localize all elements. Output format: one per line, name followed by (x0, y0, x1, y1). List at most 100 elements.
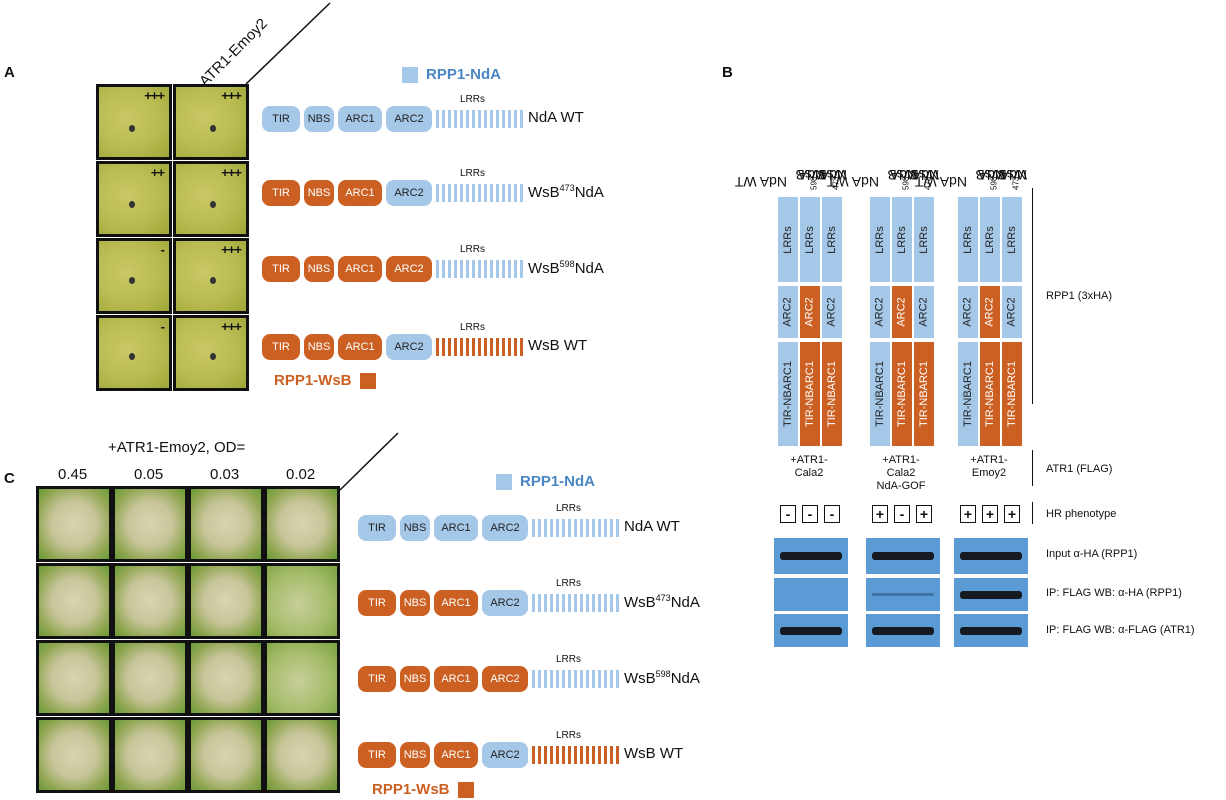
tir-domain: TIR (358, 666, 396, 692)
panel-label-c: C (4, 470, 15, 487)
lrr-repeat-bar (478, 184, 481, 202)
lrr-repeat-bar (508, 110, 511, 128)
lrrs-bar: LRRs (1002, 197, 1022, 282)
tir-nbarc1-bar-label: TIR-NBARC1 (962, 360, 975, 428)
lrr-repeat-bar (544, 519, 547, 537)
leaf-image: - (96, 238, 172, 314)
input-ha-blot (774, 538, 848, 574)
lrr-repeat-bar (568, 670, 571, 688)
hr-severity-label: +++ (221, 165, 242, 180)
lrr-repeat-bar (436, 260, 439, 278)
legend-rpp1-wsb: RPP1-WsB (372, 781, 474, 798)
lrr-repeat-bar (592, 746, 595, 764)
lrrs-bar: LRRs (778, 197, 798, 282)
lrr-repeat-bar (604, 594, 607, 612)
lrr-repeat-bar (484, 184, 487, 202)
leaf-image (188, 717, 264, 793)
lesion-spot (210, 353, 216, 360)
ip-ha-blot (774, 578, 848, 611)
leaf-image: +++ (96, 84, 172, 160)
leaf-image: +++ (173, 315, 249, 391)
input-ha-blot (866, 538, 940, 574)
leaf-image: +++ (173, 238, 249, 314)
lrr-repeat-bar (598, 746, 601, 764)
arc2-domain: ARC2 (482, 742, 528, 768)
lrr-repeat-bar (484, 338, 487, 356)
tir-nbarc1-bar-label: TIR-NBARC1 (984, 360, 997, 428)
lrr-repeat-bar (454, 184, 457, 202)
panel-c-header-line (339, 432, 399, 491)
lrr-repeat-bar (490, 338, 493, 356)
lrr-repeat-bar (586, 670, 589, 688)
lrr-repeat-bar (604, 746, 607, 764)
arc2-bar: ARC2 (800, 286, 820, 338)
tir-nbarc1-bar-label: TIR-NBARC1 (804, 360, 817, 428)
tir-nbarc1-bar-label: TIR-NBARC1 (874, 360, 887, 428)
lrr-repeat-bar (598, 670, 601, 688)
hr-phenotype-box: + (916, 505, 932, 523)
lrr-repeat-bar (616, 594, 619, 612)
tir-nbarc1-bar: TIR-NBARC1 (1002, 342, 1022, 446)
protein-band (960, 626, 1022, 635)
construct-name: NdA WT (528, 109, 584, 126)
hr-severity-label: +++ (144, 88, 165, 103)
nbs-domain: NBS (400, 742, 430, 768)
tir-domain: TIR (262, 256, 300, 282)
od-value-label: 0.02 (286, 466, 316, 483)
lrrs-bar: LRRs (980, 197, 1000, 282)
lrr-repeat-bar (448, 184, 451, 202)
lrr-repeat-bar (556, 594, 559, 612)
lane-label: NdA WT (915, 80, 976, 190)
lrr-repeat-bar (514, 338, 517, 356)
lrr-repeat-bar (532, 746, 535, 764)
nbs-domain: NBS (304, 256, 334, 282)
lrrs-bar-label: LRRs (962, 225, 975, 254)
arc1-domain: ARC1 (338, 180, 382, 206)
lrr-repeat-bar (520, 260, 523, 278)
lrr-repeat-bar (508, 260, 511, 278)
tir-domain: TIR (358, 590, 396, 616)
lrrs-bar: LRRs (958, 197, 978, 282)
lrr-repeat-bar (454, 110, 457, 128)
leaf-image (188, 486, 264, 562)
lrr-repeat-bar (520, 338, 523, 356)
hr-severity-label: +++ (221, 242, 242, 257)
lrrs-label: LRRs (556, 578, 582, 589)
lrrs-label: LRRs (556, 503, 582, 514)
od-value-label: 0.03 (210, 466, 240, 483)
arc2-domain: ARC2 (482, 666, 528, 692)
lrrs-bar: LRRs (822, 197, 842, 282)
arc2-bar-label: ARC2 (962, 297, 974, 327)
arc2-bar-label: ARC2 (874, 297, 886, 327)
ip-ha-blot (954, 578, 1028, 611)
arc2-bar: ARC2 (778, 286, 798, 338)
lrr-repeat-bar (442, 338, 445, 356)
construct-name-suffix: NdA (574, 184, 604, 201)
lrr-repeat-bar (616, 519, 619, 537)
lrr-repeat-bar (610, 670, 613, 688)
lane-label-prefix: NdA WT (914, 174, 967, 190)
protein-band (872, 552, 934, 560)
lrr-repeat-bar (550, 746, 553, 764)
arc2-bar: ARC2 (914, 286, 934, 338)
arc2-domain: ARC2 (482, 515, 528, 541)
lrr-repeat-bar (436, 110, 439, 128)
lrr-repeat-bar (538, 670, 541, 688)
lrr-repeat-bar (490, 110, 493, 128)
lrr-repeat-bar (568, 746, 571, 764)
lrr-repeat-bar (580, 670, 583, 688)
arc2-bar-label: ARC2 (804, 297, 816, 327)
arc1-domain: ARC1 (338, 106, 382, 132)
od-value-label: 0.05 (134, 466, 164, 483)
legend-text-nda: RPP1-NdA (426, 66, 502, 83)
leaf-image: - (96, 315, 172, 391)
lrr-repeat-bar (568, 519, 571, 537)
construct-name: WsB598NdA (624, 669, 700, 687)
legend-swatch-nda (496, 473, 512, 490)
lrr-repeat-bar (610, 519, 613, 537)
tir-nbarc1-bar-label: TIR-NBARC1 (826, 360, 839, 428)
tir-domain: TIR (262, 334, 300, 360)
